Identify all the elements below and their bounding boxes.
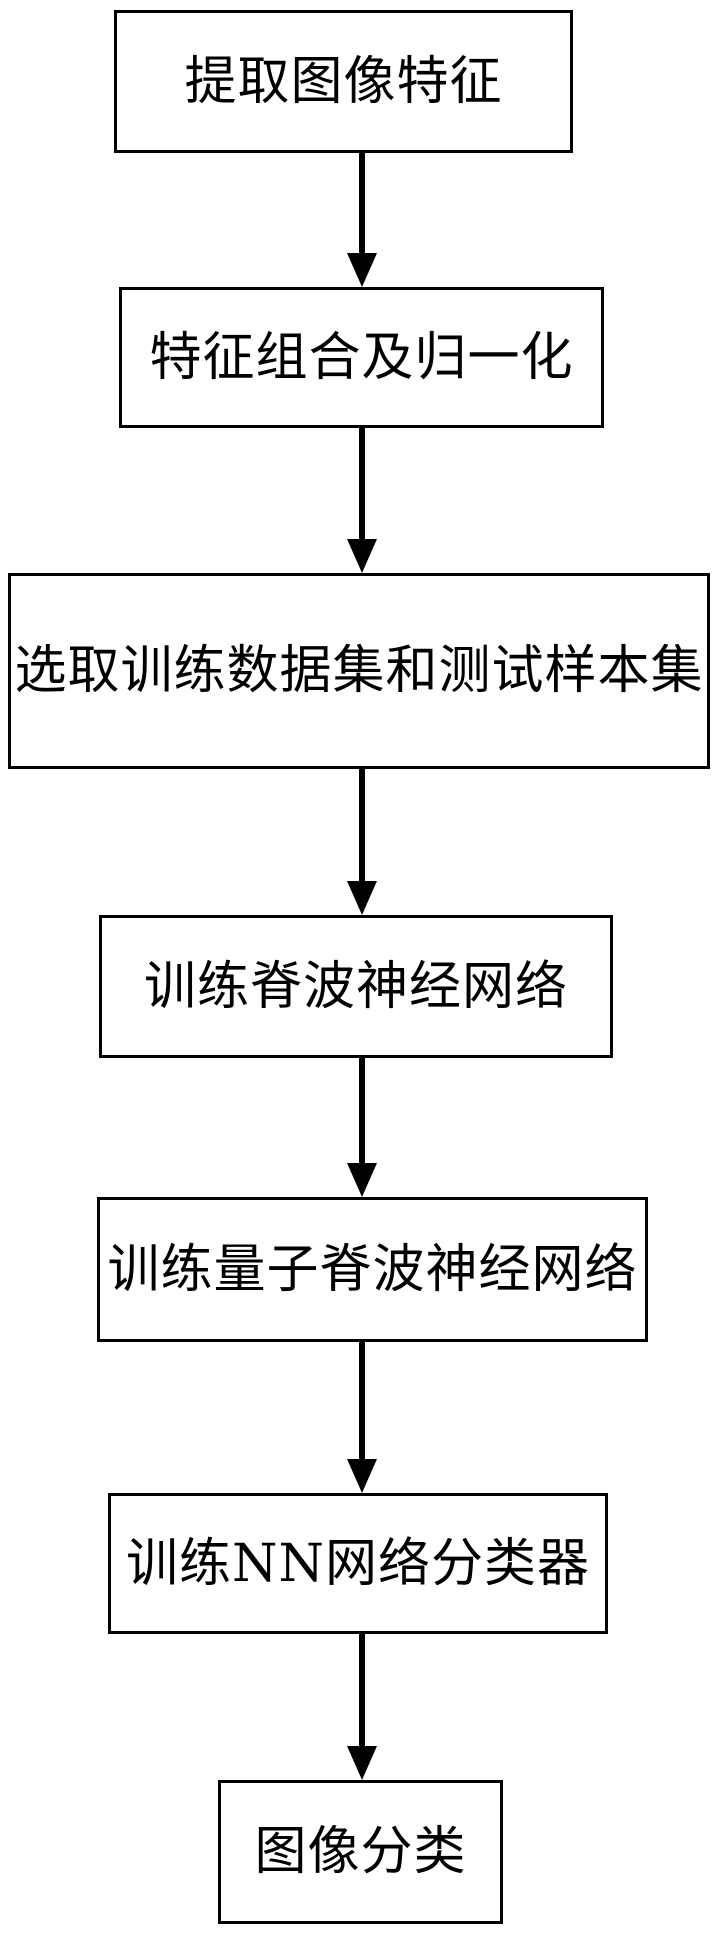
box-train-ridgelet-neural-network: 训练脊波神经网络 <box>99 915 613 1058</box>
arrow-down-icon <box>347 153 377 287</box>
arrow-shaft <box>359 1342 365 1459</box>
arrow-shaft <box>359 428 365 539</box>
arrowhead-icon <box>347 539 377 573</box>
arrow-shaft <box>359 769 365 881</box>
box-image-classification: 图像分类 <box>218 1780 503 1924</box>
arrow-down-icon <box>347 1634 377 1780</box>
box-label: 训练量子脊波神经网络 <box>107 1239 638 1300</box>
arrowhead-icon <box>347 253 377 287</box>
box-label: 训练脊波神经网络 <box>143 956 568 1017</box>
arrow-shaft <box>359 1058 365 1163</box>
box-feature-combination-normalization: 特征组合及归一化 <box>119 287 604 428</box>
box-label: 图像分类 <box>254 1822 467 1882</box>
arrowhead-icon <box>347 1163 377 1197</box>
arrow-down-icon <box>347 1058 377 1197</box>
box-label: 特征组合及归一化 <box>149 327 574 388</box>
box-extract-image-features: 提取图像特征 <box>114 10 573 153</box>
arrow-shaft <box>359 1634 365 1746</box>
box-train-nn-network-classifier: 训练NN网络分类器 <box>108 1493 608 1634</box>
box-train-quantum-ridgelet-neural-network: 训练量子脊波神经网络 <box>97 1197 648 1342</box>
box-select-training-and-test-sets: 选取训练数据集和测试样本集 <box>8 573 710 769</box>
box-label: 选取训练数据集和测试样本集 <box>14 641 704 701</box>
arrow-down-icon <box>347 1342 377 1493</box>
arrow-down-icon <box>347 428 377 573</box>
arrow-shaft <box>359 153 365 253</box>
box-label: 训练NN网络分类器 <box>125 1533 590 1594</box>
arrowhead-icon <box>347 1459 377 1493</box>
arrowhead-icon <box>347 881 377 915</box>
box-label: 提取图像特征 <box>184 51 503 112</box>
arrow-down-icon <box>347 769 377 915</box>
arrowhead-icon <box>347 1746 377 1780</box>
